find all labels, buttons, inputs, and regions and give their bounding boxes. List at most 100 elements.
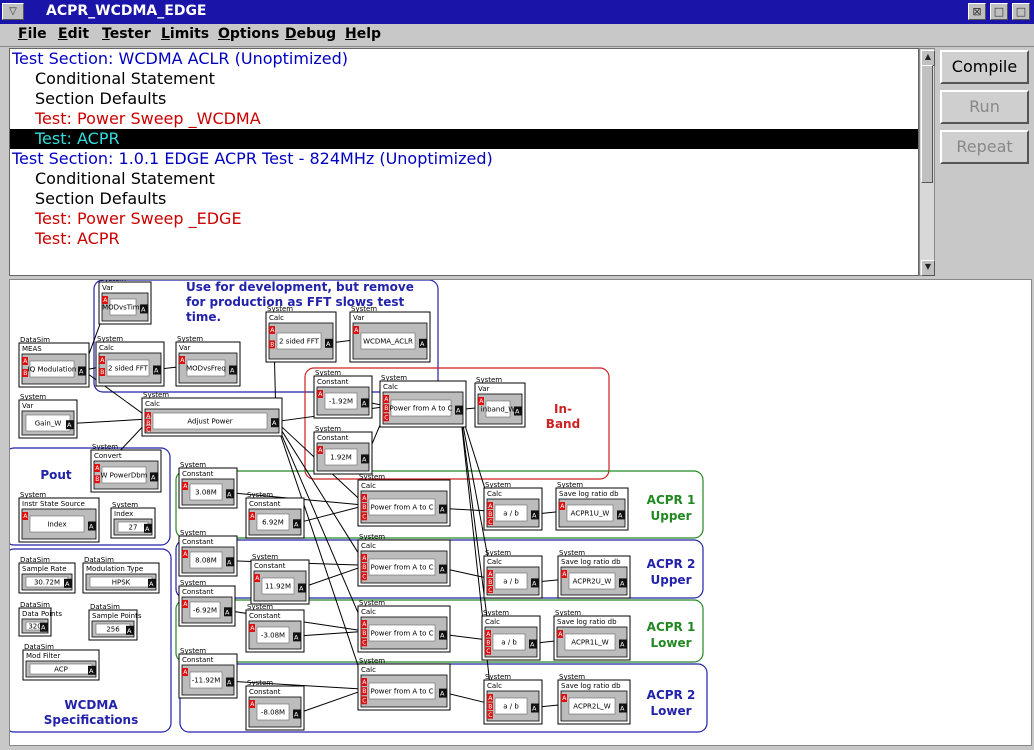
window-menu-button[interactable]: ▽ — [2, 3, 24, 20]
input-port-a[interactable] — [561, 694, 567, 702]
minimize-button[interactable]: □ — [990, 3, 1008, 20]
input-port-c[interactable] — [383, 413, 389, 422]
input-port-a[interactable] — [179, 356, 185, 364]
scroll-down-arrow-icon[interactable]: ▼ — [921, 260, 935, 276]
test-item-row[interactable]: Test: Power Sweep _EDGE — [35, 209, 242, 228]
test-list[interactable]: Test Section: WCDMA ACLR (Unoptimized)Co… — [9, 48, 919, 276]
output-port[interactable] — [66, 420, 74, 430]
input-port-a[interactable] — [559, 502, 565, 510]
output-port[interactable] — [40, 622, 48, 632]
input-port-a[interactable] — [182, 482, 188, 490]
test-section-row[interactable]: Test Section: 1.0.1 EDGE ACPR Test - 824… — [12, 149, 493, 168]
output-port[interactable] — [439, 564, 447, 574]
output-port[interactable] — [64, 578, 72, 588]
menu-tester[interactable]: Tester — [102, 26, 151, 42]
run-button[interactable]: Run — [940, 90, 1029, 124]
output-port[interactable] — [126, 625, 134, 635]
output-port[interactable] — [619, 703, 627, 713]
test-item-row[interactable]: Test: Power Sweep _WCDMA — [35, 109, 261, 128]
input-port-a[interactable] — [182, 550, 188, 558]
output-port[interactable] — [514, 406, 522, 416]
input-port-b[interactable] — [99, 368, 105, 376]
output-port[interactable] — [88, 521, 96, 531]
block-mdvt[interactable]: SystemVarMODvsTimeAA — [98, 280, 152, 325]
output-port[interactable] — [531, 510, 539, 520]
output-port[interactable] — [224, 607, 232, 617]
input-port-a[interactable] — [361, 554, 367, 562]
output-port[interactable] — [439, 688, 447, 698]
input-port-b[interactable] — [361, 629, 367, 638]
input-port-a[interactable] — [317, 390, 323, 398]
test-item-row[interactable]: Test: ACPR — [10, 129, 918, 149]
input-port-b[interactable] — [383, 404, 389, 413]
input-port-b[interactable] — [361, 687, 367, 696]
input-port-a[interactable] — [94, 464, 100, 472]
maximize-button[interactable]: □ — [1012, 3, 1030, 20]
restore-button[interactable]: ⊠ — [968, 3, 986, 20]
input-port-a[interactable] — [353, 326, 359, 334]
test-item-row[interactable]: Section Defaults — [35, 189, 167, 208]
input-port-a[interactable] — [478, 397, 484, 405]
input-port-a[interactable] — [249, 624, 255, 632]
test-item-row[interactable]: Conditional Statement — [35, 69, 215, 88]
input-port-a[interactable] — [99, 356, 105, 364]
output-port[interactable] — [229, 365, 237, 375]
output-port[interactable] — [531, 578, 539, 588]
input-port-a[interactable] — [22, 357, 28, 365]
menu-help[interactable]: Help — [345, 26, 382, 42]
input-port-b[interactable] — [145, 418, 151, 425]
input-port-a[interactable] — [487, 694, 493, 702]
output-port[interactable] — [293, 632, 301, 642]
scroll-up-arrow-icon[interactable]: ▲ — [921, 50, 935, 66]
output-port[interactable] — [153, 365, 161, 375]
input-port-b[interactable] — [269, 340, 275, 349]
input-port-a[interactable] — [487, 502, 493, 509]
output-port[interactable] — [617, 510, 625, 520]
output-port[interactable] — [271, 418, 279, 428]
output-port[interactable] — [226, 677, 234, 687]
input-port-c[interactable] — [145, 425, 151, 432]
output-port[interactable] — [226, 489, 234, 499]
compile-button[interactable]: Compile — [940, 50, 1029, 84]
input-port-c[interactable] — [361, 696, 367, 705]
input-port-a[interactable] — [485, 630, 491, 638]
input-port-a[interactable] — [182, 668, 188, 676]
input-port-c[interactable] — [487, 518, 493, 525]
output-port[interactable] — [150, 472, 158, 482]
input-port-b[interactable] — [94, 475, 100, 484]
output-port[interactable] — [419, 338, 427, 348]
input-port-a[interactable] — [182, 600, 188, 608]
input-port-b[interactable] — [361, 563, 367, 572]
